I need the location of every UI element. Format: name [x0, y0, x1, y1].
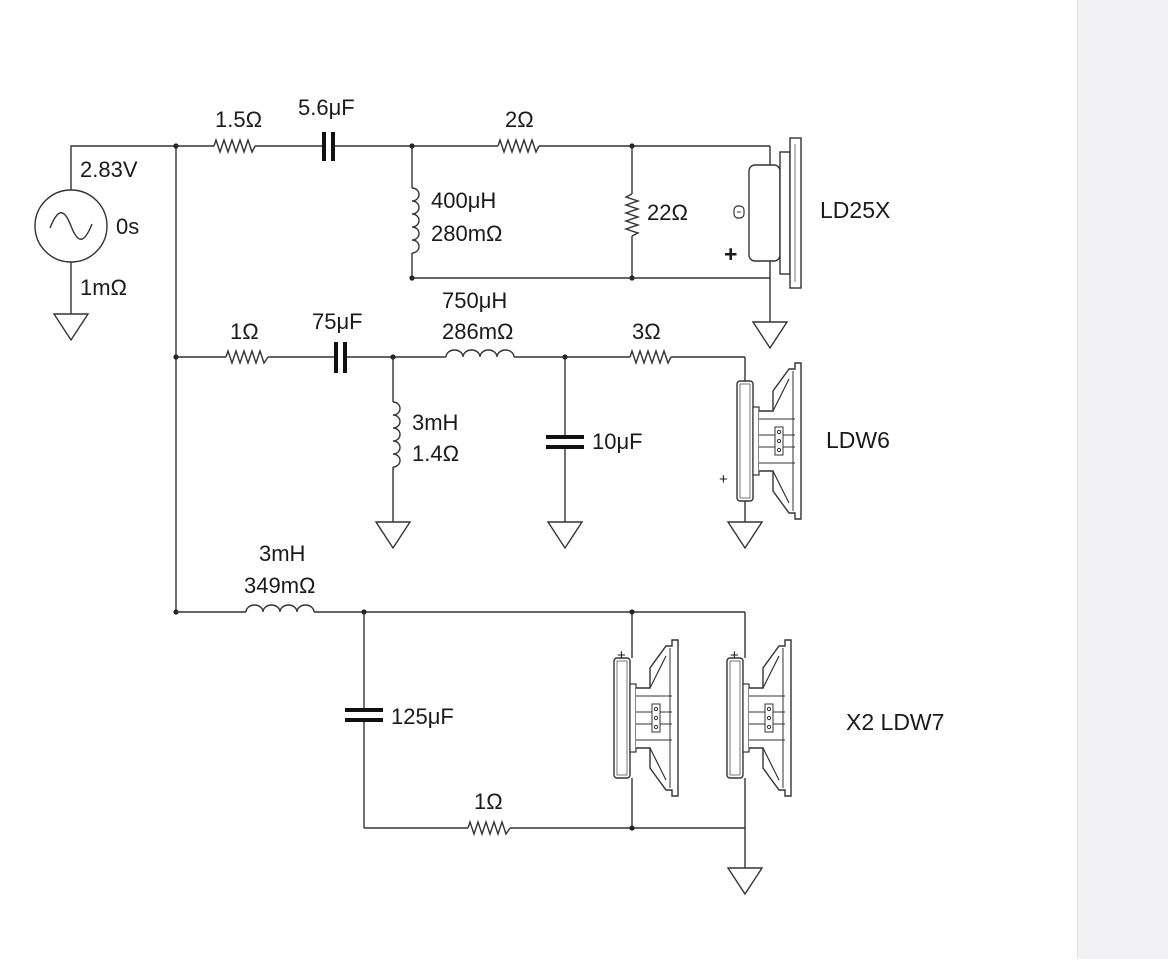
- ground-icon: [53, 303, 89, 341]
- resistor-icon[interactable]: [467, 819, 511, 837]
- woofer-icon: [736, 362, 802, 520]
- resistor-icon[interactable]: [623, 193, 641, 237]
- side-panel: [1077, 0, 1168, 959]
- resistor-icon[interactable]: [497, 137, 540, 155]
- capacitor-icon[interactable]: [546, 435, 584, 449]
- tweeter-shunt-inductor-resistance-label: 280mΩ: [431, 221, 502, 246]
- schematic-canvas: 2.83V 0s 1mΩ 1.5Ω 5.6μF 2Ω 400μH 280mΩ 2…: [34, 95, 945, 895]
- capacitor-icon[interactable]: [334, 342, 347, 373]
- woofer-shunt-resistor-label: 1Ω: [474, 789, 503, 814]
- inductor-icon[interactable]: [245, 604, 315, 613]
- mid-series-resistor-2-label: 3Ω: [632, 319, 661, 344]
- mid-series-capacitor-label: 75μF: [312, 309, 363, 334]
- mid-polarity: +: [719, 471, 728, 488]
- woofer-driver-pair[interactable]: + + X2 LDW7: [613, 612, 944, 828]
- tweeter-driver-label: LD25X: [820, 197, 890, 223]
- inductor-icon[interactable]: [392, 401, 401, 468]
- mid-series-resistor-label: 1Ω: [230, 319, 259, 344]
- capacitor-icon[interactable]: [345, 708, 383, 722]
- woofer-series-inductor-resistance-label: 349mΩ: [244, 573, 315, 598]
- source-voltage-label: 2.83V: [80, 157, 138, 182]
- mid-driver[interactable]: + LDW6: [719, 357, 890, 520]
- inductor-icon[interactable]: [445, 349, 515, 358]
- source-resistance-label: 1mΩ: [80, 275, 127, 300]
- mid-series-inductor-label: 750μH: [442, 288, 507, 313]
- woofer-1-polarity: +: [617, 647, 626, 664]
- ground-icon: [375, 511, 411, 549]
- capacitor-icon[interactable]: [322, 132, 335, 161]
- resistor-icon[interactable]: [225, 348, 269, 366]
- source-delay-label: 0s: [116, 214, 139, 239]
- ac-source[interactable]: 2.83V 0s 1mΩ: [34, 157, 139, 300]
- tweeter-polarity: +: [724, 241, 737, 267]
- tweeter-driver[interactable]: + LD25X: [724, 137, 890, 289]
- mid-shunt-inductor-resistance-label: 1.4Ω: [412, 441, 459, 466]
- woofer-2-polarity: +: [730, 647, 739, 664]
- resistor-icon[interactable]: [213, 137, 256, 155]
- tweeter-shunt-inductor-label: 400μH: [431, 188, 496, 213]
- mid-series-inductor-resistance-label: 286mΩ: [442, 319, 513, 344]
- mid-driver-label: LDW6: [826, 427, 890, 453]
- tweeter-shunt-resistor-label: 22Ω: [647, 200, 688, 225]
- woofer-shunt-capacitor-label: 125μF: [391, 704, 454, 729]
- crossover-schematic: 2.83V 0s 1mΩ 1.5Ω 5.6μF 2Ω 400μH 280mΩ 2…: [34, 95, 944, 895]
- ground-icon: [752, 311, 788, 349]
- inductor-icon[interactable]: [411, 187, 420, 254]
- mid-shunt-inductor-label: 3mH: [412, 410, 458, 435]
- tweeter-icon: [733, 137, 802, 289]
- woofer-series-inductor-label: 3mH: [259, 541, 305, 566]
- tweeter-series-resistor-2-label: 2Ω: [505, 107, 534, 132]
- ground-icon: [727, 511, 763, 549]
- mid-shunt-capacitor-label: 10μF: [592, 429, 643, 454]
- tweeter-series-capacitor-label: 5.6μF: [298, 95, 355, 120]
- woofer-driver-label: X2 LDW7: [846, 709, 944, 735]
- ground-icon: [727, 857, 763, 895]
- resistor-icon[interactable]: [629, 348, 672, 366]
- ground-icon: [547, 511, 583, 549]
- tweeter-series-resistor-label: 1.5Ω: [215, 107, 262, 132]
